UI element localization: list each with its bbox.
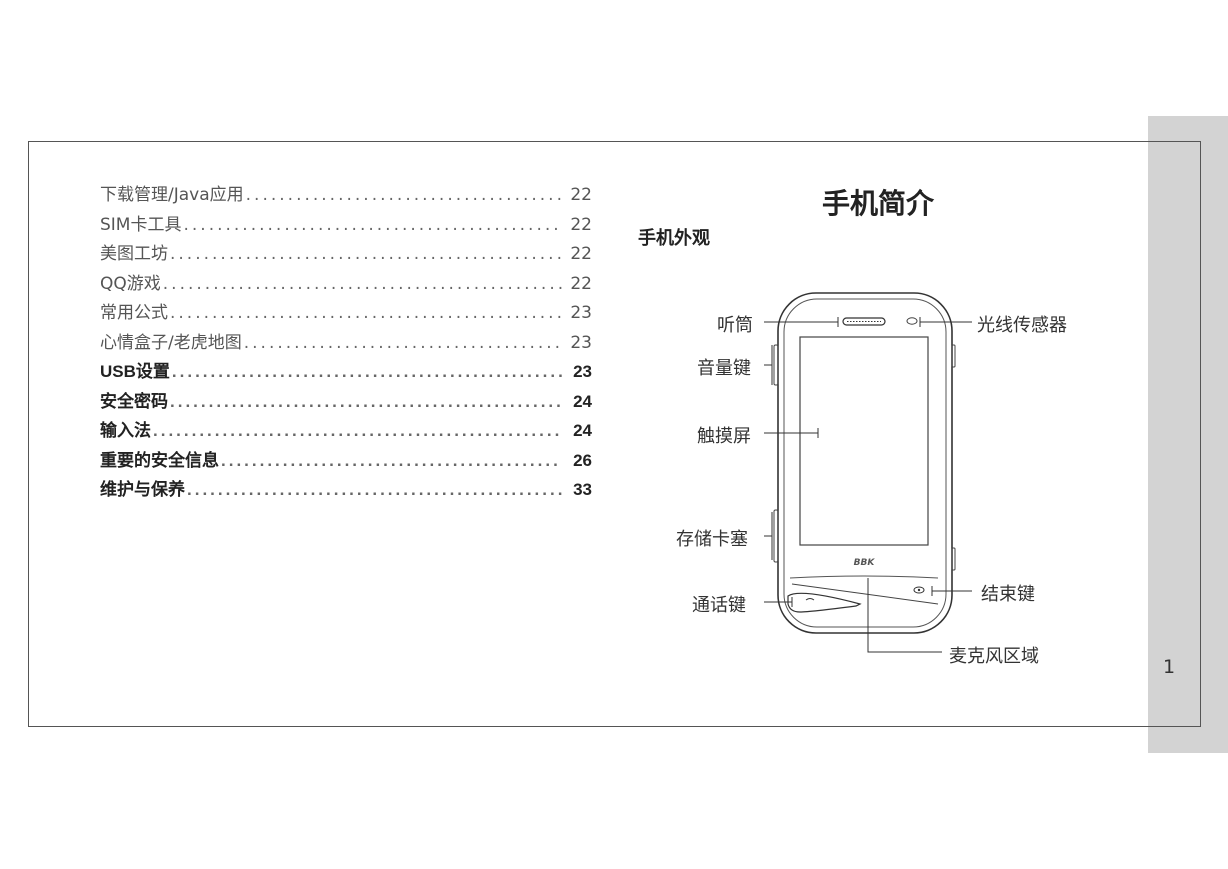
phone-outer-body xyxy=(777,292,953,634)
toc-entry-page: 26 xyxy=(573,450,592,470)
toc-entry: 重要的安全信息.................................… xyxy=(100,446,592,476)
toc-entry-title: 美图工坊 xyxy=(100,244,168,264)
page-tab xyxy=(1148,116,1228,753)
toc-entry-title: USB设置 xyxy=(100,362,170,381)
toc-entry-title: 常用公式 xyxy=(100,303,168,323)
toc-entry-page: 33 xyxy=(573,480,592,499)
phone-inner-body xyxy=(783,298,947,628)
toc-entry: QQ游戏....................................… xyxy=(100,269,592,299)
toc-entry-page: 23 xyxy=(570,303,592,323)
toc-entry-page: 23 xyxy=(570,332,592,353)
side-key-right-top xyxy=(951,344,956,368)
end-key-icon xyxy=(913,586,925,594)
light-sensor-shape xyxy=(906,317,918,325)
toc-entry-title: 维护与保养 xyxy=(100,480,185,499)
toc-entry: 常用公式....................................… xyxy=(100,298,592,328)
toc-entry: 维护与保养...................................… xyxy=(100,475,592,505)
toc-leader-dots: ........................................… xyxy=(183,214,562,235)
toc-entry: 输入法.....................................… xyxy=(100,416,592,446)
toc-leader-dots: ........................................… xyxy=(221,450,562,470)
toc-entry-page: 22 xyxy=(570,214,592,235)
toc-entry-title: 重要的安全信息 xyxy=(100,450,219,470)
toc-entry: SIM卡工具..................................… xyxy=(100,210,592,240)
toc-entry-page: 24 xyxy=(573,391,592,411)
toc-entry-page: 23 xyxy=(573,362,592,381)
callout-end-key: 结束键 xyxy=(981,584,1035,605)
toc-entry-page: 22 xyxy=(570,273,592,294)
phone-logo: BBK xyxy=(854,558,876,568)
page-number: 1 xyxy=(1163,656,1176,678)
toc-entry: 美图工坊....................................… xyxy=(100,239,592,269)
toc-entry-title: QQ游戏 xyxy=(100,273,161,294)
callout-light-sensor: 光线传感器 xyxy=(977,315,1067,336)
toc-leader-dots: ........................................… xyxy=(187,480,562,499)
call-key-shape xyxy=(787,592,862,613)
toc-leader-dots: ........................................… xyxy=(171,362,562,381)
earpiece-grille xyxy=(842,317,886,326)
section-title: 手机简介 xyxy=(822,187,935,220)
volume-key-shape xyxy=(773,344,779,386)
toc-entry-page: 22 xyxy=(570,244,592,264)
toc-entry: USB设置...................................… xyxy=(100,357,592,387)
toc-entry-title: 下载管理/Java应用 xyxy=(100,185,244,205)
toc-entry: 心情盒子/老虎地图...............................… xyxy=(100,328,592,358)
side-key-right-bottom xyxy=(951,547,956,571)
toc-leader-dots: ........................................… xyxy=(162,273,562,294)
callout-memory-card-slot: 存储卡塞 xyxy=(676,529,748,550)
toc-entry-title: 安全密码 xyxy=(100,391,168,411)
toc-leader-dots: ........................................… xyxy=(170,244,562,264)
subsection-title: 手机外观 xyxy=(638,228,710,249)
memory-slot-shape xyxy=(773,509,779,563)
toc-entry-title: 心情盒子/老虎地图 xyxy=(100,332,242,353)
toc-leader-dots: ........................................… xyxy=(245,185,562,205)
toc-leader-dots: ........................................… xyxy=(170,303,562,323)
page-frame xyxy=(28,141,1201,727)
toc-entry-page: 22 xyxy=(570,185,592,205)
toc-entry-title: 输入法 xyxy=(100,421,151,440)
callout-microphone-area: 麦克风区域 xyxy=(949,646,1039,667)
toc-leader-dots: ........................................… xyxy=(243,332,562,353)
toc-entry-title: SIM卡工具 xyxy=(100,214,182,235)
toc-entry-page: 24 xyxy=(573,421,592,440)
table-of-contents: 下载管理/Java应用.............................… xyxy=(100,180,592,505)
touchscreen-shape xyxy=(799,336,929,546)
toc-entry: 安全密码....................................… xyxy=(100,387,592,417)
callout-volume-key: 音量键 xyxy=(697,358,751,379)
callout-touchscreen: 触摸屏 xyxy=(697,426,751,447)
toc-leader-dots: ........................................… xyxy=(153,421,562,440)
toc-entry: 下载管理/Java应用.............................… xyxy=(100,180,592,210)
callout-earpiece: 听筒 xyxy=(717,315,753,336)
callout-call-key: 通话键 xyxy=(692,595,746,616)
toc-leader-dots: ........................................… xyxy=(170,391,562,411)
